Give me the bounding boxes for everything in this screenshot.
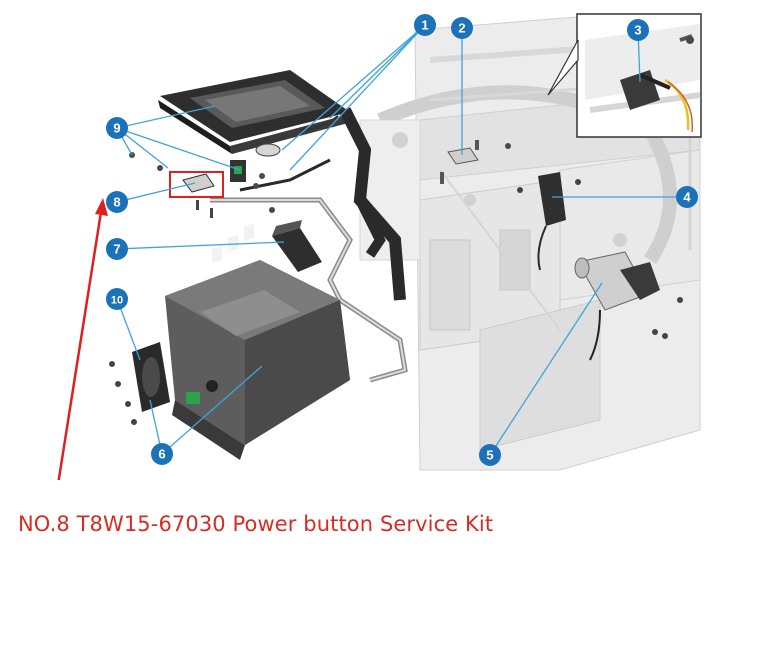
svg-text:2: 2 xyxy=(458,21,465,36)
highlight-box xyxy=(169,171,224,198)
top-cover-panel xyxy=(158,70,352,154)
motor-part xyxy=(574,251,683,361)
callout-2: 2 xyxy=(451,17,473,39)
svg-text:7: 7 xyxy=(113,242,120,257)
svg-text:3: 3 xyxy=(634,23,641,38)
callout-3: 3 xyxy=(627,19,649,41)
red-arrow-icon xyxy=(57,198,108,480)
callout-7: 7 xyxy=(106,238,128,260)
metal-tube xyxy=(210,197,408,383)
ink-assembly-part xyxy=(165,223,350,460)
fan-part xyxy=(109,342,170,425)
sensor-parts xyxy=(230,143,281,182)
callout-5: 5 xyxy=(479,444,501,466)
callout-6: 6 xyxy=(151,443,173,465)
svg-text:5: 5 xyxy=(486,448,493,463)
callout-8: 8 xyxy=(106,191,128,213)
svg-text:1: 1 xyxy=(421,18,428,33)
svg-text:4: 4 xyxy=(683,190,691,205)
bracket-part xyxy=(440,140,479,184)
exploded-parts-diagram: 1 2 3 4 5 6 7 8 9 10 xyxy=(57,13,702,480)
actuator-part xyxy=(517,172,581,271)
callout-9: 9 xyxy=(106,117,128,139)
callout-4: 4 xyxy=(676,186,698,208)
callout-1: 1 xyxy=(414,14,436,36)
svg-text:6: 6 xyxy=(158,447,165,462)
part-caption: NO.8 T8W15-67030 Power button Service Ki… xyxy=(18,512,494,536)
svg-text:8: 8 xyxy=(113,195,120,210)
inset-detail-box xyxy=(547,13,702,138)
callout-10: 10 xyxy=(106,288,128,310)
power-block-part xyxy=(272,220,322,272)
svg-text:10: 10 xyxy=(111,295,123,307)
svg-text:9: 9 xyxy=(113,121,120,136)
power-button-part xyxy=(182,173,215,218)
